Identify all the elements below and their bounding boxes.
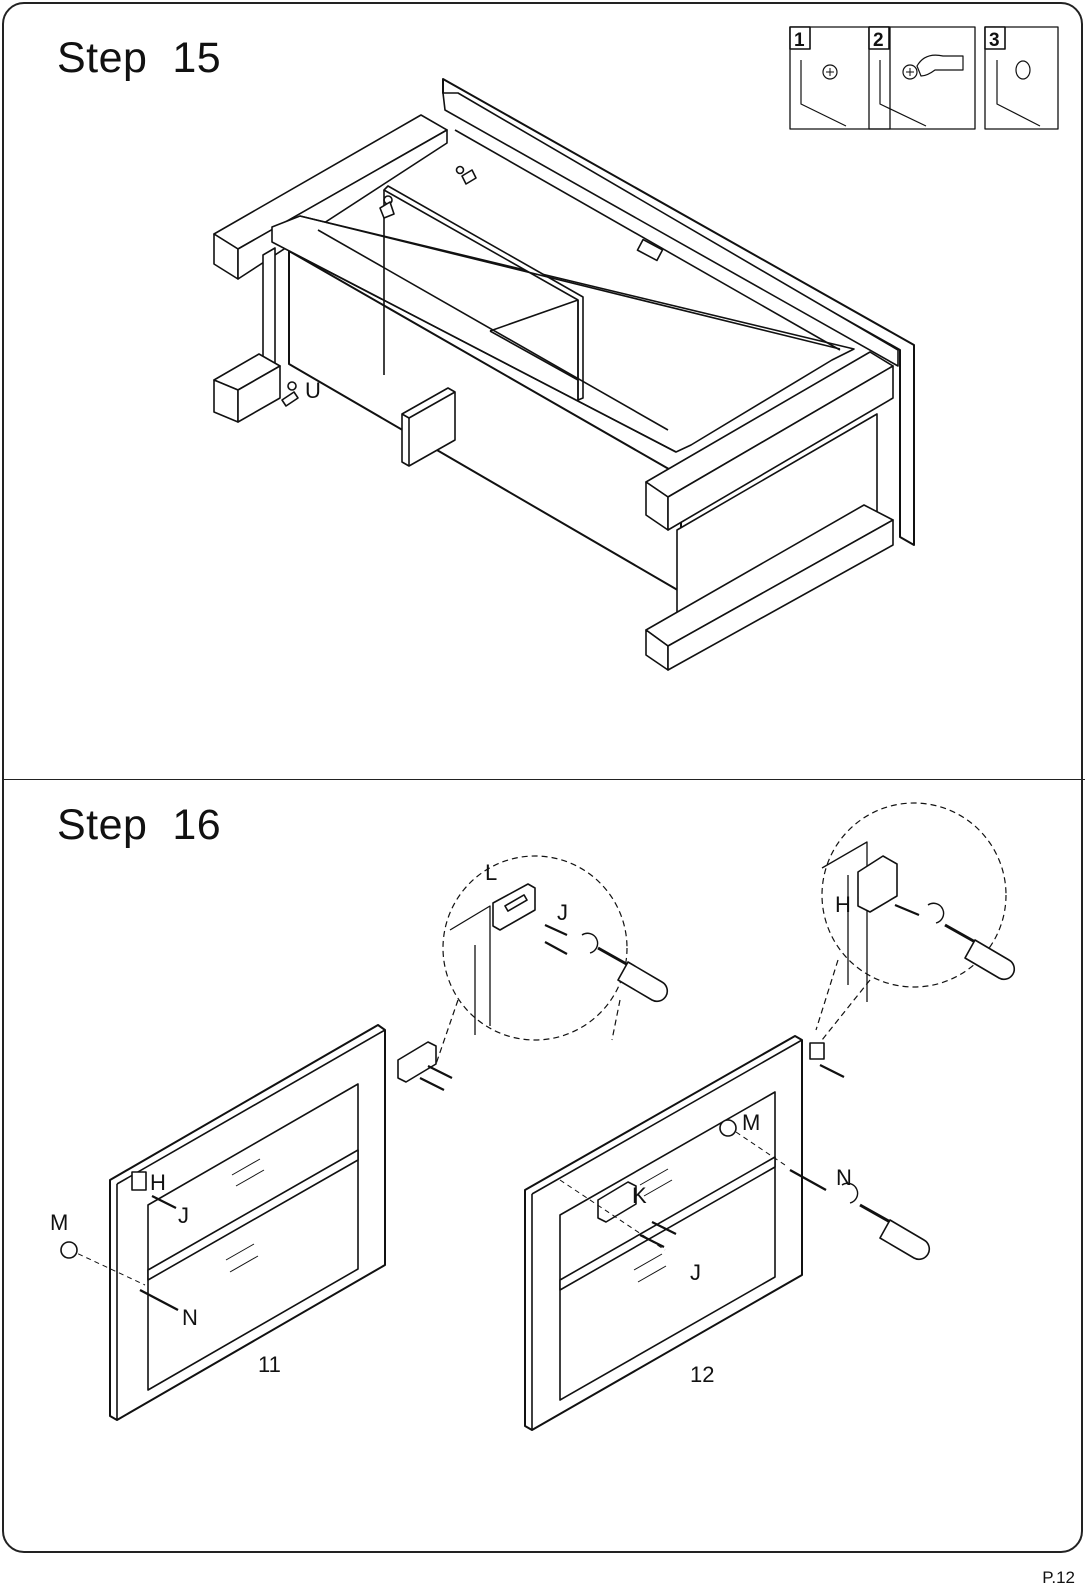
panel-11-plate-label: H xyxy=(150,1170,166,1195)
substep-panel-3: 3 xyxy=(985,27,1058,129)
detail-circle-right xyxy=(816,803,1014,1040)
detail-circle-left xyxy=(410,856,667,1064)
substep-panel-2: 2 xyxy=(869,27,975,129)
panel-12-knob-screw-label: N xyxy=(836,1165,852,1190)
substep-2-label: 2 xyxy=(873,30,884,51)
detail-left-screw-label: J xyxy=(557,900,568,925)
panel-11-screw-label: J xyxy=(178,1203,189,1228)
door-panel-11 xyxy=(61,1025,452,1420)
panel-12-number: 12 xyxy=(690,1362,714,1387)
panel-11-knob-label: M xyxy=(50,1210,68,1235)
door-panel-12 xyxy=(525,1036,929,1430)
panel-12-bracket-label: K xyxy=(632,1183,647,1208)
panel-12-knob-label: M xyxy=(742,1110,760,1135)
substep-3-label: 3 xyxy=(989,30,1000,51)
detail-right-plate-label: H xyxy=(835,892,851,917)
cabinet-assembly xyxy=(214,79,914,670)
hardware-u-label: U xyxy=(305,378,321,403)
panel-12-screw-label: J xyxy=(690,1260,701,1285)
panel-11-number: 11 xyxy=(258,1352,281,1377)
detail-left-bracket-label: L xyxy=(485,860,497,885)
substep-1-label: 1 xyxy=(794,30,805,51)
panel-11-knob-screw-label: N xyxy=(182,1305,198,1330)
